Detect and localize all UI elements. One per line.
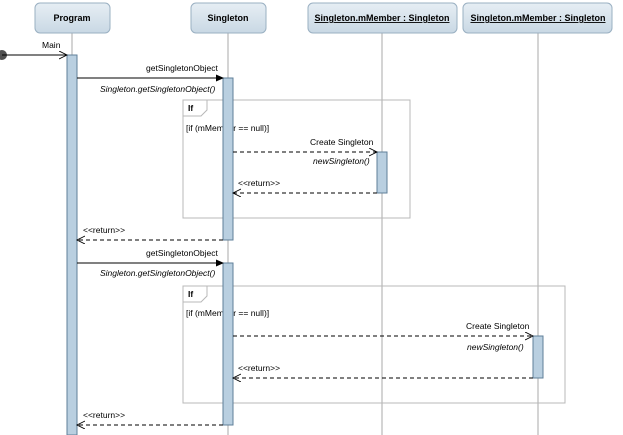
participant-member-a[interactable]: Singleton.mMember : Singleton [307, 2, 458, 34]
fragment-if-1-keyword: If [188, 103, 193, 113]
message-get-singleton-2[interactable]: getSingletonObject Singleton.getSingleto… [77, 248, 224, 278]
message-new-singleton-2: newSingleton() [467, 342, 524, 352]
message-return-outer-1-label: <<return>> [83, 225, 125, 235]
fragment-if-1[interactable]: If [if (mMember == null)] [182, 99, 411, 219]
message-create-singleton-2-label: Create Singleton [466, 321, 530, 331]
message-new-singleton-1: newSingleton() [313, 156, 370, 166]
message-return-outer-2[interactable]: <<return>> [77, 410, 223, 425]
participant-program-label: Program [53, 13, 90, 23]
message-main[interactable]: Main [0, 40, 67, 60]
activation-singleton-2[interactable] [222, 262, 234, 426]
activation-member-b[interactable] [532, 335, 544, 379]
participant-member-a-label: Singleton.mMember : Singleton [314, 13, 449, 23]
participant-singleton-label: Singleton [208, 13, 249, 23]
message-return-inner-1[interactable]: <<return>> [233, 178, 377, 193]
participant-member-b[interactable]: Singleton.mMember : Singleton [462, 2, 613, 34]
message-get-singleton-1[interactable]: getSingletonObject Singleton.getSingleto… [77, 63, 224, 94]
message-get-singleton-2-signature: Singleton.getSingletonObject() [100, 268, 215, 278]
participant-member-b-label: Singleton.mMember : Singleton [470, 13, 605, 23]
message-create-singleton-1[interactable]: Create Singleton newSingleton() [233, 137, 377, 166]
fragment-if-2-keyword: If [188, 289, 193, 299]
message-return-inner-2-label: <<return>> [238, 363, 280, 373]
message-get-singleton-1-label: getSingletonObject [146, 63, 218, 73]
message-return-outer-1[interactable]: <<return>> [77, 225, 223, 240]
message-return-inner-1-label: <<return>> [238, 178, 280, 188]
message-get-singleton-1-signature: Singleton.getSingletonObject() [100, 84, 215, 94]
message-return-outer-2-label: <<return>> [83, 410, 125, 420]
participant-program[interactable]: Program [34, 2, 111, 34]
message-main-label: Main [42, 40, 61, 50]
participant-singleton[interactable]: Singleton [190, 2, 267, 34]
activations [66, 54, 544, 435]
activation-program[interactable] [66, 54, 78, 435]
activation-member-a[interactable] [376, 151, 388, 194]
message-get-singleton-2-label: getSingletonObject [146, 248, 218, 258]
message-create-singleton-2[interactable]: Create Singleton newSingleton() [233, 321, 533, 352]
message-return-inner-2[interactable]: <<return>> [233, 363, 533, 378]
message-create-singleton-1-label: Create Singleton [310, 137, 374, 147]
activation-singleton-1[interactable] [222, 77, 234, 241]
